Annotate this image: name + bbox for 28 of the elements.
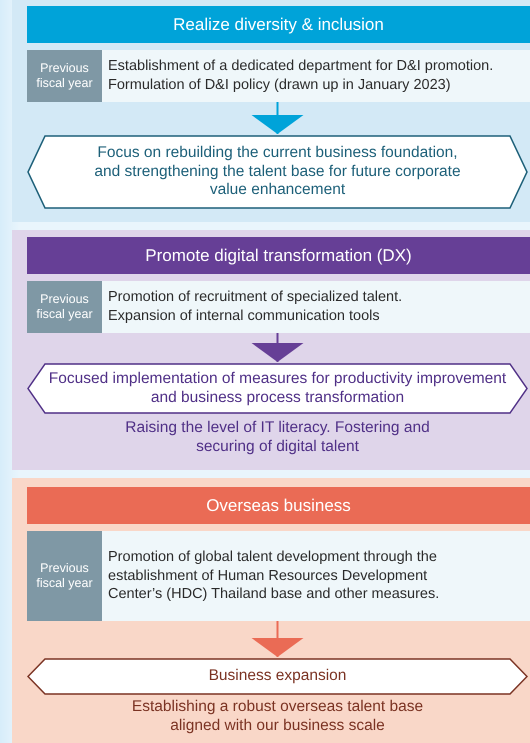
arrow — [252, 333, 304, 362]
description-text: Raising the level of IT literacy. Fostering and securing of digital talent — [124, 418, 431, 457]
arrow — [252, 621, 304, 657]
goal-hexagon — [27, 135, 528, 209]
period-tag: Previous fiscal year — [27, 50, 102, 102]
activity-text: Promotion of recruitment of specialized talent. — [108, 288, 404, 307]
goal-hexagon — [27, 363, 528, 414]
activity-box — [102, 281, 530, 333]
activity-box — [102, 50, 530, 102]
period-tag: Previous fiscal year — [27, 531, 102, 621]
goal-text: Focus on rebuilding the current business foundation, and strengthening the talent base for future corporate value enhancement — [93, 144, 462, 200]
description-text: Establishing a robust overseas talent base aligned with our business scale — [130, 697, 424, 736]
goal-hexagon — [27, 658, 528, 695]
activity-text: Expansion of internal communication tools — [108, 307, 381, 326]
goal-text: Business expansion — [208, 667, 348, 686]
activity-text: Formulation of D&I policy (drawn up in January 2023) — [108, 76, 452, 95]
activity-text: Establishment of a dedicated department for D&I promotion. — [108, 57, 494, 76]
section-panel — [12, 0, 530, 222]
section-heading: Promote digital transformation (DX) — [27, 237, 530, 274]
activity-text: Promotion of global talent development through the establishment of Human Resources Development Center’s (HDC) Thailand base and other measures. — [108, 548, 440, 604]
period-tag: Previous fiscal year — [27, 281, 102, 333]
section-panel — [12, 230, 530, 470]
section-panel — [12, 478, 530, 743]
section-heading: Realize diversity & inclusion — [27, 6, 530, 43]
goal-text: Focused implementation of measures for productivity improvement and business process transformation — [48, 370, 508, 408]
section-heading: Overseas business — [27, 487, 530, 524]
activity-box — [102, 531, 530, 621]
arrow — [252, 102, 304, 134]
